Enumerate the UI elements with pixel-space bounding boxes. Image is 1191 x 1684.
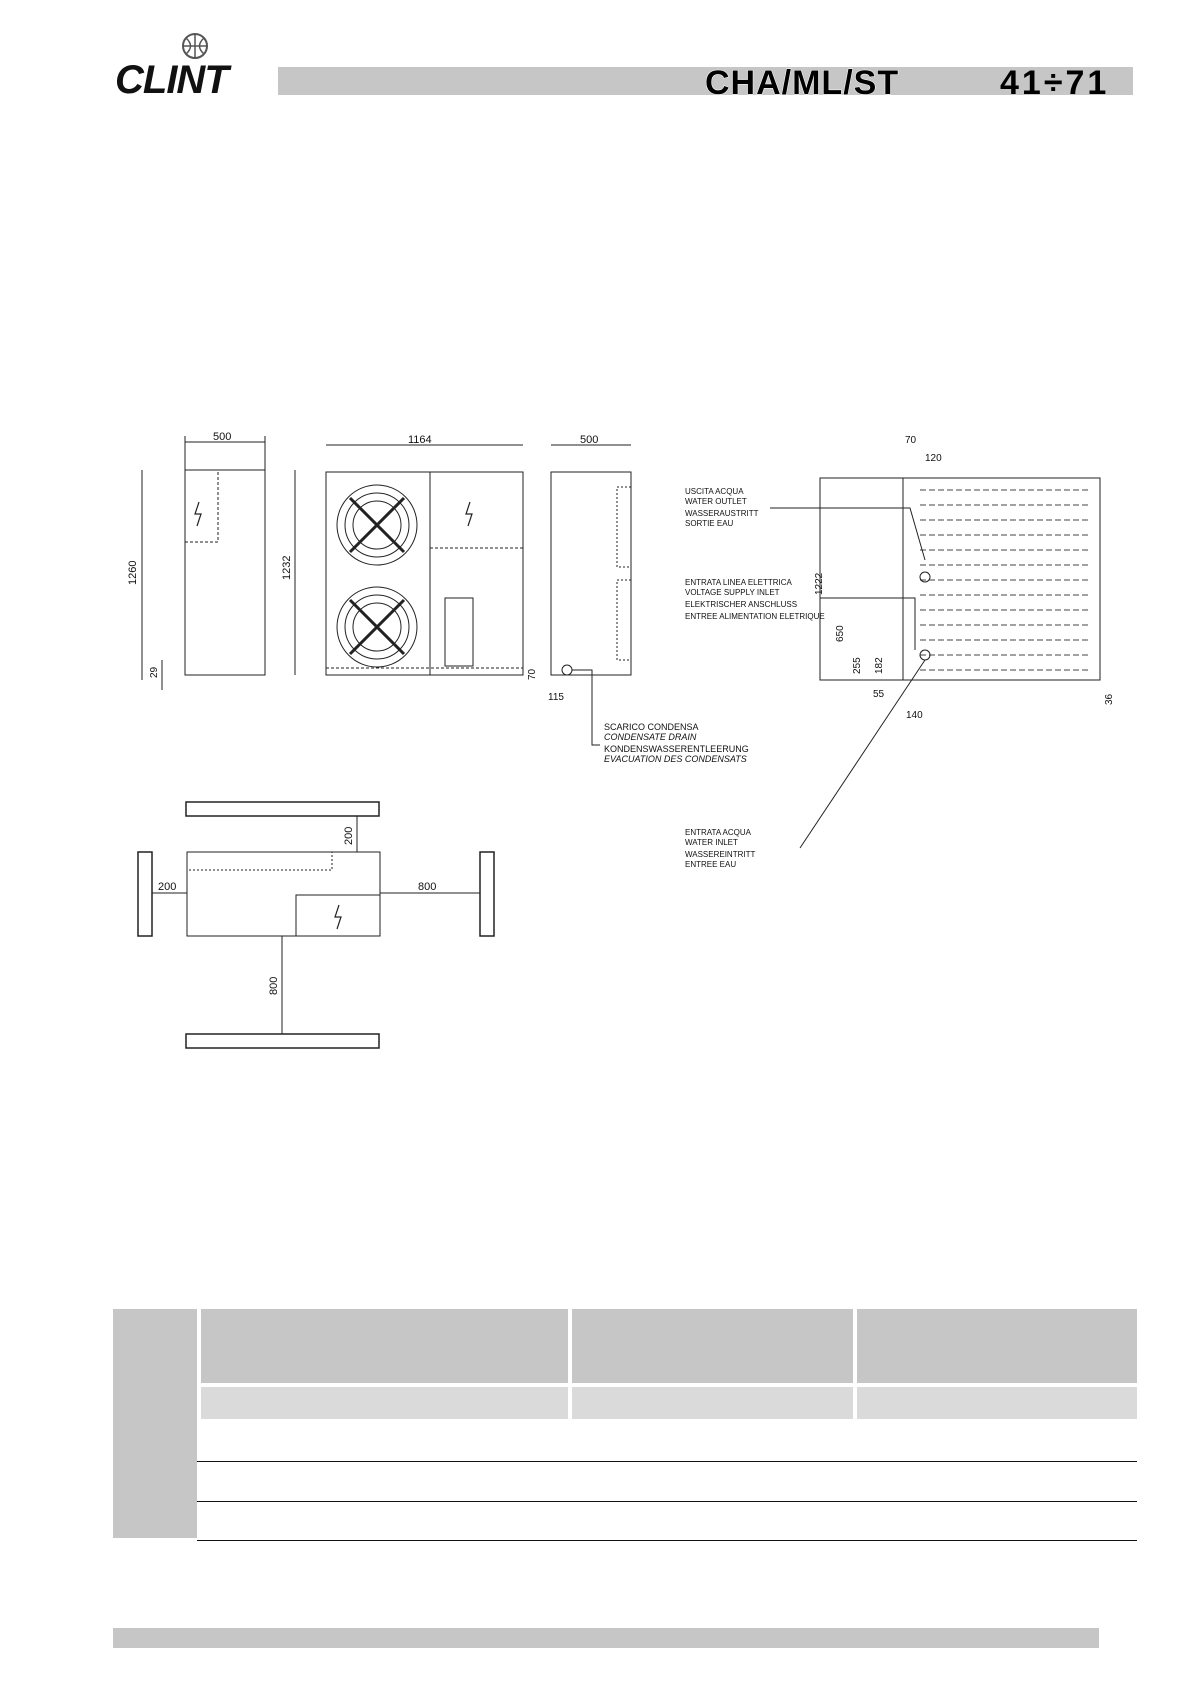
svg-text:WASSEREINTRITT: WASSEREINTRITT	[685, 850, 755, 859]
dim-55: 55	[873, 689, 885, 700]
series-title: CHA/ML/ST	[704, 64, 900, 103]
clearance-plan: 200 200 800 800	[137, 801, 495, 1049]
logo-mark	[182, 33, 208, 59]
svg-text:CONDENSATE DRAIN: CONDENSATE DRAIN	[604, 732, 697, 742]
svg-text:USCITA ACQUA: USCITA ACQUA	[685, 487, 744, 496]
front-view: 1164	[325, 434, 524, 676]
side-view: 500 1260 1232 29	[127, 431, 296, 690]
svg-text:ELEKTRISCHER ANSCHLUSS: ELEKTRISCHER ANSCHLUSS	[685, 600, 797, 609]
dim-29: 29	[149, 666, 160, 678]
svg-text:ENTREE ALIMENTATION ELETRIQUE: ENTREE ALIMENTATION ELETRIQUE	[685, 612, 825, 621]
water-inlet-label: ENTRATA ACQUA WATER INLET WASSEREINTRITT…	[685, 828, 755, 869]
svg-text:ENTRATA LINEA ELETTRICA: ENTRATA LINEA ELETTRICA	[685, 578, 793, 587]
dim-140: 140	[906, 710, 923, 721]
model-range: 41÷71	[1000, 64, 1110, 102]
condensate-label: SCARICO CONDENSA CONDENSATE DRAIN KONDEN…	[604, 722, 749, 764]
clearance-bottom: 800	[268, 977, 280, 995]
svg-text:KONDENSWASSERENTLEERUNG: KONDENSWASSERENTLEERUNG	[604, 744, 749, 754]
dim-1164: 1164	[408, 434, 432, 446]
dim-182: 182	[874, 657, 885, 674]
dim-500-rear: 500	[580, 434, 598, 446]
clint-logo: CLINT	[115, 24, 280, 104]
footer-bar	[113, 1628, 1099, 1648]
dim-500-side: 500	[213, 431, 231, 443]
table-subheader-2	[572, 1387, 853, 1419]
svg-text:WASSERAUSTRITT: WASSERAUSTRITT	[685, 509, 759, 518]
dim-36: 36	[1104, 693, 1115, 705]
voltage-inlet-label: ENTRATA LINEA ELETTRICA VOLTAGE SUPPLY I…	[685, 578, 825, 621]
table-subheader-3	[857, 1387, 1137, 1419]
table-header-2	[572, 1309, 853, 1383]
svg-text:VOLTAGE SUPPLY INLET: VOLTAGE SUPPLY INLET	[685, 588, 780, 597]
clearance-left: 200	[158, 881, 176, 893]
dim-650: 650	[835, 625, 846, 642]
clearance-right: 800	[418, 881, 436, 893]
dim-1260: 1260	[127, 561, 139, 585]
brand-name: CLINT	[115, 58, 229, 102]
dim-115: 115	[548, 692, 564, 703]
table-side-column	[113, 1309, 197, 1538]
table-header-3	[857, 1309, 1137, 1383]
svg-text:SORTIE EAU: SORTIE EAU	[685, 519, 734, 528]
svg-text:WATER OUTLET: WATER OUTLET	[685, 497, 747, 506]
svg-text:ENTRATA ACQUA: ENTRATA ACQUA	[685, 828, 752, 837]
dim-255: 255	[852, 657, 863, 674]
svg-text:EVACUATION DES CONDENSATS: EVACUATION DES CONDENSATS	[604, 754, 747, 764]
dim-1232: 1232	[281, 556, 293, 580]
table-row-divider	[197, 1540, 1137, 1541]
right-view: 70 120 1222 650 255 182 55 140 36	[770, 435, 1115, 849]
dim-120: 120	[925, 453, 942, 464]
svg-text:SCARICO CONDENSA: SCARICO CONDENSA	[604, 722, 699, 732]
header-bar	[278, 67, 1133, 95]
svg-text:ENTREE EAU: ENTREE EAU	[685, 860, 736, 869]
table-row-divider	[197, 1461, 1137, 1462]
dim-1222: 1222	[814, 572, 825, 595]
table-header-1	[201, 1309, 568, 1383]
water-outlet-label: USCITA ACQUA WATER OUTLET WASSERAUSTRITT…	[685, 487, 759, 528]
table-row-divider	[197, 1501, 1137, 1502]
dim-70-top: 70	[905, 435, 917, 446]
clearance-top: 200	[343, 827, 355, 845]
rear-view: 500 70 115	[527, 434, 632, 746]
svg-text:WATER INLET: WATER INLET	[685, 838, 738, 847]
dim-70: 70	[527, 668, 538, 680]
table-subheader-1	[201, 1387, 568, 1419]
